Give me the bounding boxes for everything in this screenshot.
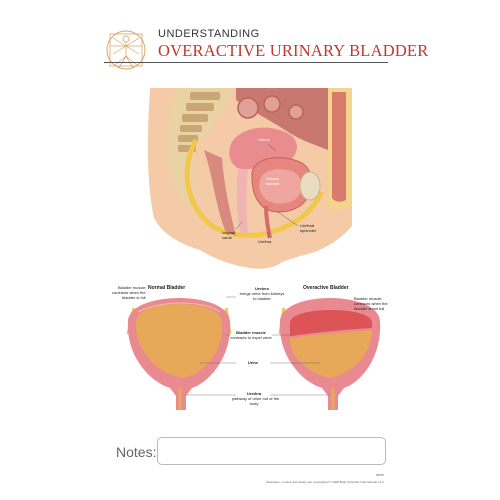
label-urinary-bladder: Urinary bladder <box>266 176 280 186</box>
pubic-bone <box>299 171 321 201</box>
urine-label: Urine <box>247 360 259 365</box>
header-divider <box>104 62 388 63</box>
vitruvian-man-logo <box>104 28 148 72</box>
label-urethra: Urethra <box>258 239 272 244</box>
bladder-lumen <box>259 169 302 204</box>
bladder-muscle-block: Bladder muscle contracts to expel urine <box>228 330 274 340</box>
ureters-title: Ureters <box>254 286 269 291</box>
product-code: 98087 <box>376 473 385 477</box>
urethra-desc: pathway of urine out of the body <box>232 396 280 406</box>
ureters-desc: brings urine from kidneys to bladder <box>239 291 285 301</box>
label-vaginal-canal: Vaginal canal <box>222 230 236 240</box>
header-kicker: UNDERSTANDING <box>158 28 260 40</box>
normal-bladder <box>126 298 232 410</box>
overactive-bladder-title: Overactive Bladder <box>303 285 349 291</box>
urethra-block: Urethra pathway of urine out of the body <box>232 391 280 406</box>
bladder-muscle-desc: contracts to expel urine <box>230 335 272 340</box>
notes-field[interactable] <box>157 437 386 465</box>
urethra-title: Urethra <box>246 391 262 396</box>
rectum <box>204 150 236 236</box>
intestine-loop-1 <box>237 97 259 119</box>
abdominal-muscle <box>332 92 346 202</box>
intestine-loop-3 <box>288 104 304 120</box>
intestines <box>236 88 328 150</box>
overactive-bladder-note: Bladder muscle contracts when the bladde… <box>354 296 388 311</box>
bladder-muscle-title: Bladder muscle <box>236 330 266 335</box>
normal-bladder-title: Normal Bladder <box>148 285 186 291</box>
vertebrae <box>178 92 220 152</box>
copyright-notice: Illustration, content and design are cop… <box>266 480 384 484</box>
ureters-block: Ureters brings urine from kidneys to bla… <box>236 286 288 301</box>
urethra-shape <box>264 205 272 239</box>
normal-bladder-note: Bladder muscle contracts when the bladde… <box>112 285 146 300</box>
notes-label: Notes: <box>116 444 157 460</box>
intestine-loop-2 <box>263 95 281 113</box>
vaginal-canal-shape <box>236 168 248 234</box>
label-urethral-sphincter: Urethral sphincter <box>300 223 317 233</box>
overactive-bladder <box>278 298 381 410</box>
page-title: OVERACTIVE URINARY BLADDER <box>158 41 429 60</box>
label-uterus: Uterus <box>258 137 270 142</box>
